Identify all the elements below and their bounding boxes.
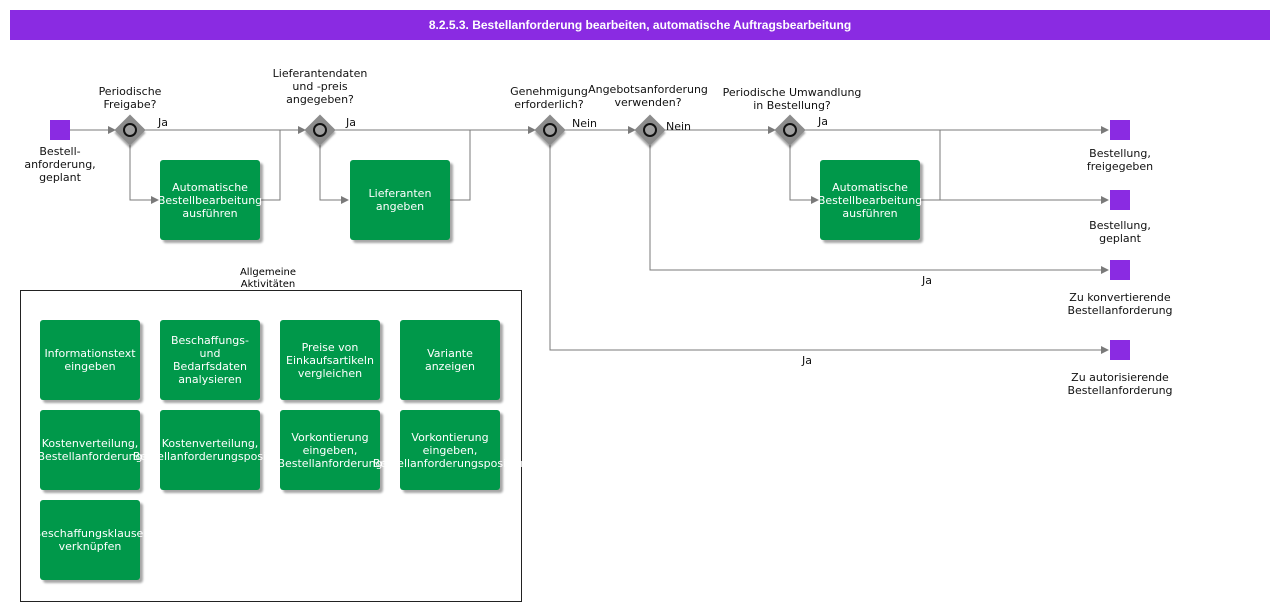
edge-task1-g2 [260,130,281,201]
edge-label-g2-ja: Ja [346,116,356,129]
diagram-title: 8.2.5.3. Bestellanforderung bearbeiten, … [10,10,1270,40]
edge-g3-ja [549,145,1109,354]
gateway-periodische-freigabe-label: Periodische Freigabe? [98,85,162,111]
general-task-vorkontierung-anforderung[interactable]: Vorkontierung eingeben, Bestellanforderu… [277,410,383,490]
task-automatische-bestellbearbeitung-2[interactable]: Automatische Bestellbearbeitung ausführe… [817,160,923,240]
general-activities-title: Allgemeine Aktivitäten [239,267,297,287]
start-event[interactable] [50,120,70,140]
task-lieferanten-angeben[interactable]: Lieferanten angeben [350,160,450,240]
general-task-informationstext[interactable]: Informationstext eingeben [40,320,140,400]
edge-label-g5-ja: Ja [818,115,828,128]
start-event-label: Bestell- anforderung, geplant [24,145,96,184]
task-label: Variante anzeigen [424,347,476,373]
end-event-autorisierend-label: Zu autorisierende Bestellanforderung [1067,371,1173,397]
gateway-lieferantendaten-label: Lieferantendaten und -preis angegeben? [272,67,368,106]
edge-g5-task3 [789,145,819,204]
end-event-bestellung-freigegeben[interactable] [1110,120,1130,140]
task-label: Preise von Einkaufsartikeln vergleichen [286,340,374,380]
edge-label-g1-ja: Ja [158,116,168,129]
task-automatische-bestellbearbeitung-1[interactable]: Automatische Bestellbearbeitung ausführe… [157,160,263,240]
end-event-konvertierend-label: Zu konvertierende Bestellanforderung [1067,291,1173,317]
edge-g4-ja [649,145,1109,274]
task-label: Automatische Bestellbearbeitung ausführe… [157,180,263,220]
task-label: Vorkontierung eingeben, Bestellanforderu… [372,430,528,470]
edge-g1-task1 [129,145,159,204]
edge-task3-up [920,130,941,201]
edge-label-g3-nein: Nein [572,117,598,130]
edge-task2-g3 [450,130,471,201]
task-label: Beschaffungs- und Bedarfsdaten analysier… [170,334,249,386]
general-task-variante-anzeigen[interactable]: Variante anzeigen [400,320,500,400]
general-task-bedarfsdaten[interactable]: Beschaffungs- und Bedarfsdaten analysier… [160,320,260,400]
gateway-angebotsanforderung-label: Angebotsanforderung verwenden? [588,83,708,109]
task-label: Informationstext eingeben [44,347,136,373]
task-label: Kostenverteilung, Bestellanforderung [37,437,143,463]
end-event-konvertierend[interactable] [1110,260,1130,280]
edge-g2-task2 [319,145,349,204]
gateway-periodische-umwandlung-label: Periodische Umwandlung in Bestellung? [722,86,862,112]
edge-label-g4-ja: Ja [922,274,932,287]
general-task-vorkontierung-position[interactable]: Vorkontierung eingeben, Bestellanforderu… [373,410,527,490]
end-event-autorisierend[interactable] [1110,340,1130,360]
task-label: Lieferanten angeben [368,187,432,213]
task-label: Automatische Bestellbearbeitung ausführe… [817,180,923,220]
general-task-kostenverteilung-anforderung[interactable]: Kostenverteilung, Bestellanforderung [37,410,143,490]
task-label: Vorkontierung eingeben, Bestellanforderu… [277,430,383,470]
general-task-kostenverteilung-position[interactable]: Kostenverteilung, Bestellanforderungspos… [133,410,287,490]
edge-label-g3-ja: Ja [802,354,812,367]
gateway-genehmigung-label: Genehmigung erforderlich? [510,85,588,111]
end-event-bestellung-freigegeben-label: Bestellung, freigegeben [1086,147,1154,173]
end-event-bestellung-geplant-label: Bestellung, geplant [1089,219,1151,245]
general-task-preise-vergleichen[interactable]: Preise von Einkaufsartikeln vergleichen [280,320,380,400]
task-label: Beschaffungsklausel verknüpfen [33,527,147,553]
edge-label-g4-nein: Nein [666,120,692,133]
task-label: Kostenverteilung, Bestellanforderungspos… [132,437,288,463]
general-task-beschaffungsklausel[interactable]: Beschaffungsklausel verknüpfen [34,500,146,580]
end-event-bestellung-geplant[interactable] [1110,190,1130,210]
